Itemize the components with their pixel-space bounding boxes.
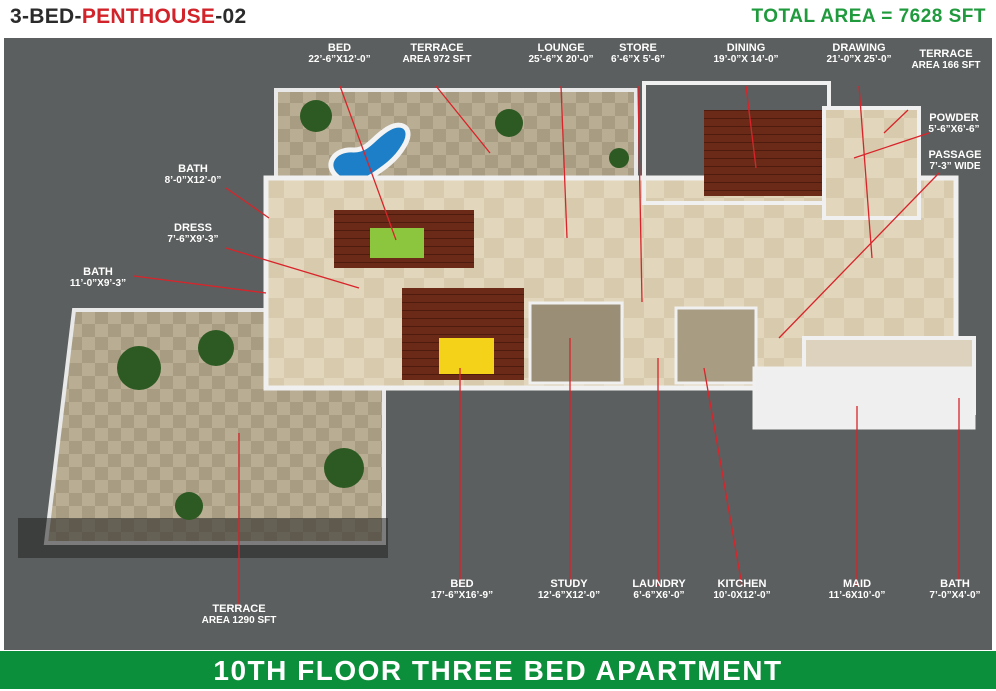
- label-bed-bottom: BED 17’-6”X16’-9”: [422, 578, 502, 602]
- room-name: STUDY: [550, 578, 588, 590]
- leader-dress: [225, 247, 360, 289]
- label-powder: POWDER 5’-6”X6’-6”: [920, 112, 988, 136]
- label-terrace-1290: TERRACE AREA 1290 SFT: [184, 603, 294, 627]
- room-name: BED: [450, 578, 474, 590]
- label-bed-top: BED 22’-6”X12’-0”: [302, 42, 377, 66]
- room-name: DINING: [726, 42, 766, 54]
- label-bath-3: BATH 7’-0”X4’-0”: [922, 578, 988, 602]
- room-name: POWDER: [929, 112, 979, 124]
- leader-terrace-166: [883, 109, 909, 134]
- room-name: PASSAGE: [928, 149, 982, 161]
- leader-drawing: [858, 85, 873, 259]
- leader-store: [637, 85, 643, 303]
- leader-dining: [745, 85, 757, 169]
- header: 3-BED-PENTHOUSE-02 TOTAL AREA = 7628 SFT: [0, 0, 996, 36]
- title-highlight: PENTHOUSE: [81, 5, 216, 28]
- study-floor: [528, 301, 624, 385]
- title-prefix: 3-BED-: [10, 5, 82, 28]
- room-dimensions: 7’-3” WIDE: [929, 161, 981, 172]
- room-name: DRAWING: [832, 42, 886, 54]
- room-dimensions: 7’-6”X9’-3”: [167, 234, 219, 245]
- room-name: DRESS: [174, 222, 212, 234]
- floor-plan-render: [18, 81, 976, 606]
- footer-banner: 10TH FLOOR THREE BED APARTMENT: [0, 651, 996, 689]
- label-laundry: LAUNDRY 6’-6”X6’-0”: [624, 578, 694, 602]
- room-dimensions: 6’-6”X6’-0”: [633, 590, 685, 601]
- plant-icon: [175, 492, 203, 520]
- room-name: BATH: [940, 578, 970, 590]
- room-dimensions: 22’-6”X12’-0”: [308, 54, 371, 65]
- label-drawing: DRAWING 21’-0”X 25’-0”: [816, 42, 902, 66]
- room-dimensions: 11’-0”X9’-3”: [69, 278, 127, 289]
- room-dimensions: 8’-0”X12’-0”: [164, 175, 222, 186]
- leader-bed-top: [339, 85, 397, 241]
- plant-icon: [324, 448, 364, 488]
- bedroom-bed-accent: [439, 338, 494, 374]
- total-area: TOTAL AREA = 7628 SFT: [751, 6, 986, 27]
- leader-kitchen: [703, 367, 743, 587]
- plant-icon: [300, 100, 332, 132]
- room-dimensions: 11’-6X10’-0”: [828, 590, 886, 601]
- label-bath-2: BATH 11’-0”X9’-3”: [52, 266, 144, 290]
- plant-icon: [198, 330, 234, 366]
- room-dimensions: 7’-0”X4’-0”: [929, 590, 981, 601]
- room-dimensions: 12’-6”X12’-0”: [537, 590, 601, 601]
- room-dimensions: 17’-6”X16’-9”: [430, 590, 494, 601]
- label-terrace-166: TERRACE AREA 166 SFT: [902, 48, 990, 72]
- room-name: LAUNDRY: [632, 578, 686, 590]
- room-dimensions: AREA 972 SFT: [402, 54, 472, 65]
- page-title: 3-BED-PENTHOUSE-02: [10, 5, 246, 29]
- room-name: KITCHEN: [717, 578, 767, 590]
- room-dimensions: 19’-0”X 14’-0”: [713, 54, 779, 65]
- leader-powder: [853, 132, 930, 159]
- leader-lines: [133, 85, 960, 606]
- room-name: LOUNGE: [537, 42, 585, 54]
- title-suffix: -02: [215, 5, 247, 28]
- label-bath-1: BATH 8’-0”X12’-0”: [156, 163, 230, 187]
- kitchen-floor: [674, 306, 758, 385]
- room-name: MAID: [842, 578, 872, 590]
- room-dimensions: 5’-6”X6’-6”: [928, 124, 980, 135]
- room-dimensions: 21’-0”X 25’-0”: [826, 54, 892, 65]
- plan-area: BED 22’-6”X12’-0” TERRACE AREA 972 SFT L…: [4, 38, 992, 650]
- room-name: TERRACE: [410, 42, 464, 54]
- room-dimensions: 25’-6”X 20’-0”: [528, 54, 594, 65]
- room-name: BATH: [178, 163, 208, 175]
- room-dimensions: AREA 1290 SFT: [201, 615, 277, 626]
- room-dimensions: 6’-6”X 5’-6”: [611, 54, 665, 65]
- label-maid: MAID 11’-6X10’-0”: [816, 578, 898, 602]
- leader-bath-1: [225, 187, 270, 219]
- plant-icon: [495, 109, 523, 137]
- label-dining: DINING 19’-0”X 14’-0”: [701, 42, 791, 66]
- label-dress: DRESS 7’-6”X9’-3”: [156, 222, 230, 246]
- leader-lounge: [560, 85, 568, 239]
- label-lounge: LOUNGE 25’-6”X 20’-0”: [516, 42, 606, 66]
- room-name: TERRACE: [212, 603, 266, 615]
- room-dimensions: 10’-0X12’-0”: [713, 590, 771, 601]
- plant-icon: [609, 148, 629, 168]
- room-name: BED: [327, 42, 352, 54]
- label-study: STUDY 12’-6”X12’-0”: [528, 578, 610, 602]
- room-name: TERRACE: [919, 48, 973, 60]
- leader-passage: [778, 172, 940, 339]
- room-name: BATH: [83, 266, 113, 278]
- label-store: STORE 6’-6”X 5’-6”: [604, 42, 672, 66]
- label-terrace-972: TERRACE AREA 972 SFT: [392, 42, 482, 66]
- drawing-room-floor: [822, 106, 921, 220]
- lounge-bed-accent: [370, 228, 424, 258]
- terrace-1290-parapet: [18, 518, 388, 558]
- plant-icon: [117, 346, 161, 390]
- label-passage: PASSAGE 7’-3” WIDE: [920, 149, 990, 173]
- lower-right-wing-floor: [752, 366, 976, 430]
- room-name: STORE: [619, 42, 657, 54]
- leader-bath-2: [133, 275, 267, 294]
- dining-floor: [704, 110, 824, 196]
- label-kitchen: KITCHEN 10’-0X12’-0”: [704, 578, 780, 602]
- room-dimensions: AREA 166 SFT: [911, 60, 981, 71]
- leader-terrace-972: [435, 85, 491, 154]
